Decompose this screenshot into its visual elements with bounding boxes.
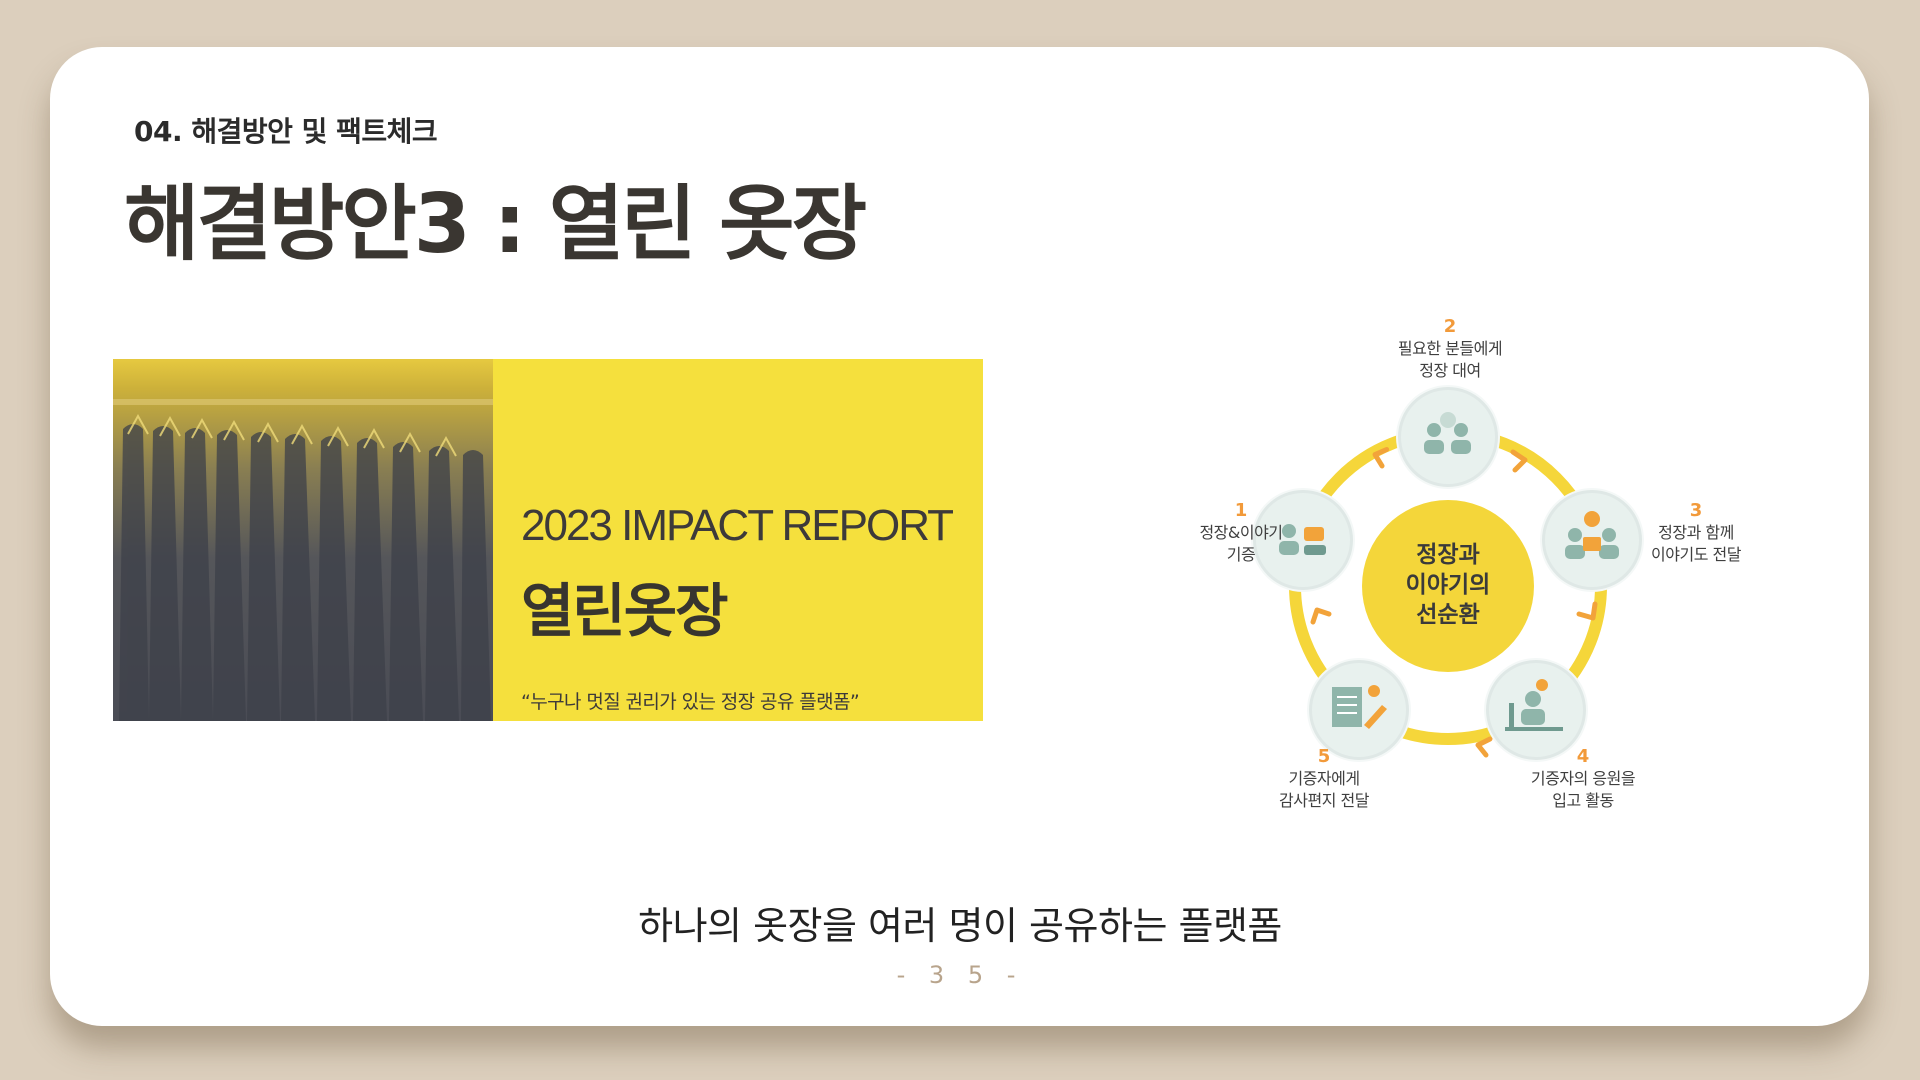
share-story-icon	[1565, 511, 1619, 559]
step-3-label: 정장과 함께 이야기도 전달	[1651, 523, 1741, 565]
slide-card: 04. 해결방안 및 팩트체크 해결방안3 : 열린 옷장	[50, 47, 1869, 1026]
impact-report-banner: 2023 IMPACT REPORT 열린옷장 “누구나 멋질 권리가 있는 정…	[113, 359, 983, 721]
slide-tagline: 하나의 옷장을 여러 명이 공유하는 플랫폼	[638, 904, 1282, 948]
wear-support-icon	[1505, 679, 1563, 731]
step-1-node	[1253, 490, 1353, 590]
step-5-node	[1309, 660, 1409, 760]
slide-title: 해결방안3 : 열린 옷장	[124, 177, 867, 272]
page-number: - 3 5 -	[896, 961, 1024, 989]
brand-name: 열린옷장	[521, 577, 728, 645]
letter-icon	[1332, 685, 1387, 729]
step-5-number: 5	[1317, 746, 1331, 767]
people-icon	[1424, 412, 1471, 454]
step-4-label: 기증자의 응원을 입고 활동	[1530, 769, 1636, 811]
section-label: 04. 해결방안 및 팩트체크	[134, 115, 438, 148]
step-2-node	[1398, 387, 1498, 487]
report-year-title: 2023 IMPACT REPORT	[521, 501, 954, 550]
donate-icon	[1279, 524, 1326, 555]
clothes-rack-image	[113, 359, 493, 721]
step-5-label: 기증자에게 감사편지 전달	[1279, 769, 1369, 811]
step-2-number: 2	[1443, 316, 1457, 337]
cycle-center: 정장과 이야기의 선순환	[1362, 500, 1534, 672]
brand-quote: “누구나 멋질 권리가 있는 정장 공유 플랫폼”	[521, 691, 860, 713]
step-3-number: 3	[1689, 500, 1703, 521]
step-1-label: 정장&이야기 기증	[1199, 523, 1283, 565]
step-1-number: 1	[1234, 500, 1248, 521]
cycle-diagram: 정장과 이야기의 선순환 1 정장&이야기 기증 2 필요한 분들에게 정장 대…	[1085, 302, 1775, 842]
step-3-node	[1542, 490, 1642, 590]
step-2-label: 필요한 분들에게 정장 대여	[1397, 339, 1503, 381]
step-4-number: 4	[1576, 746, 1590, 767]
step-4-node	[1486, 660, 1586, 760]
